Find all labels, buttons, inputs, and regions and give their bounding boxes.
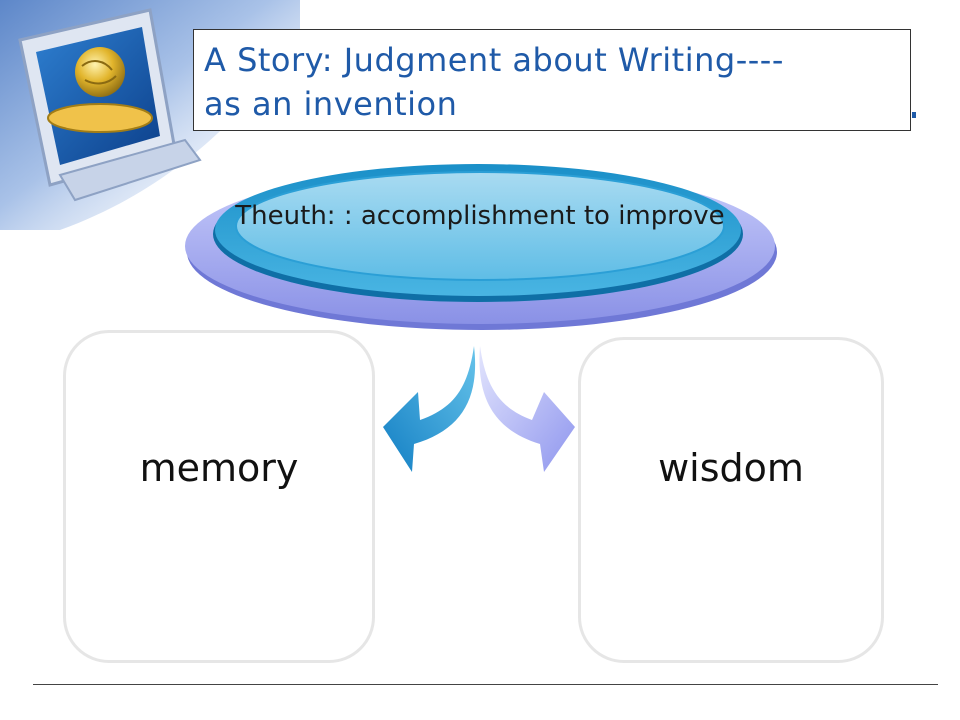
center-oval-label: Theuth: : accomplishment to improve [235, 201, 725, 231]
memory-label: memory [139, 446, 299, 490]
left-arrow [383, 346, 476, 472]
wisdom-label: wisdom [658, 446, 804, 490]
wisdom-box: wisdom [578, 337, 884, 663]
title-box: A Story: Judgment about Writing---- as a… [193, 29, 911, 131]
memory-box: memory [63, 330, 375, 663]
center-oval [185, 164, 777, 330]
footer-divider [33, 684, 938, 685]
right-arrow [479, 346, 575, 472]
slide-title: A Story: Judgment about Writing---- as a… [204, 41, 784, 123]
title-marker [912, 112, 916, 118]
